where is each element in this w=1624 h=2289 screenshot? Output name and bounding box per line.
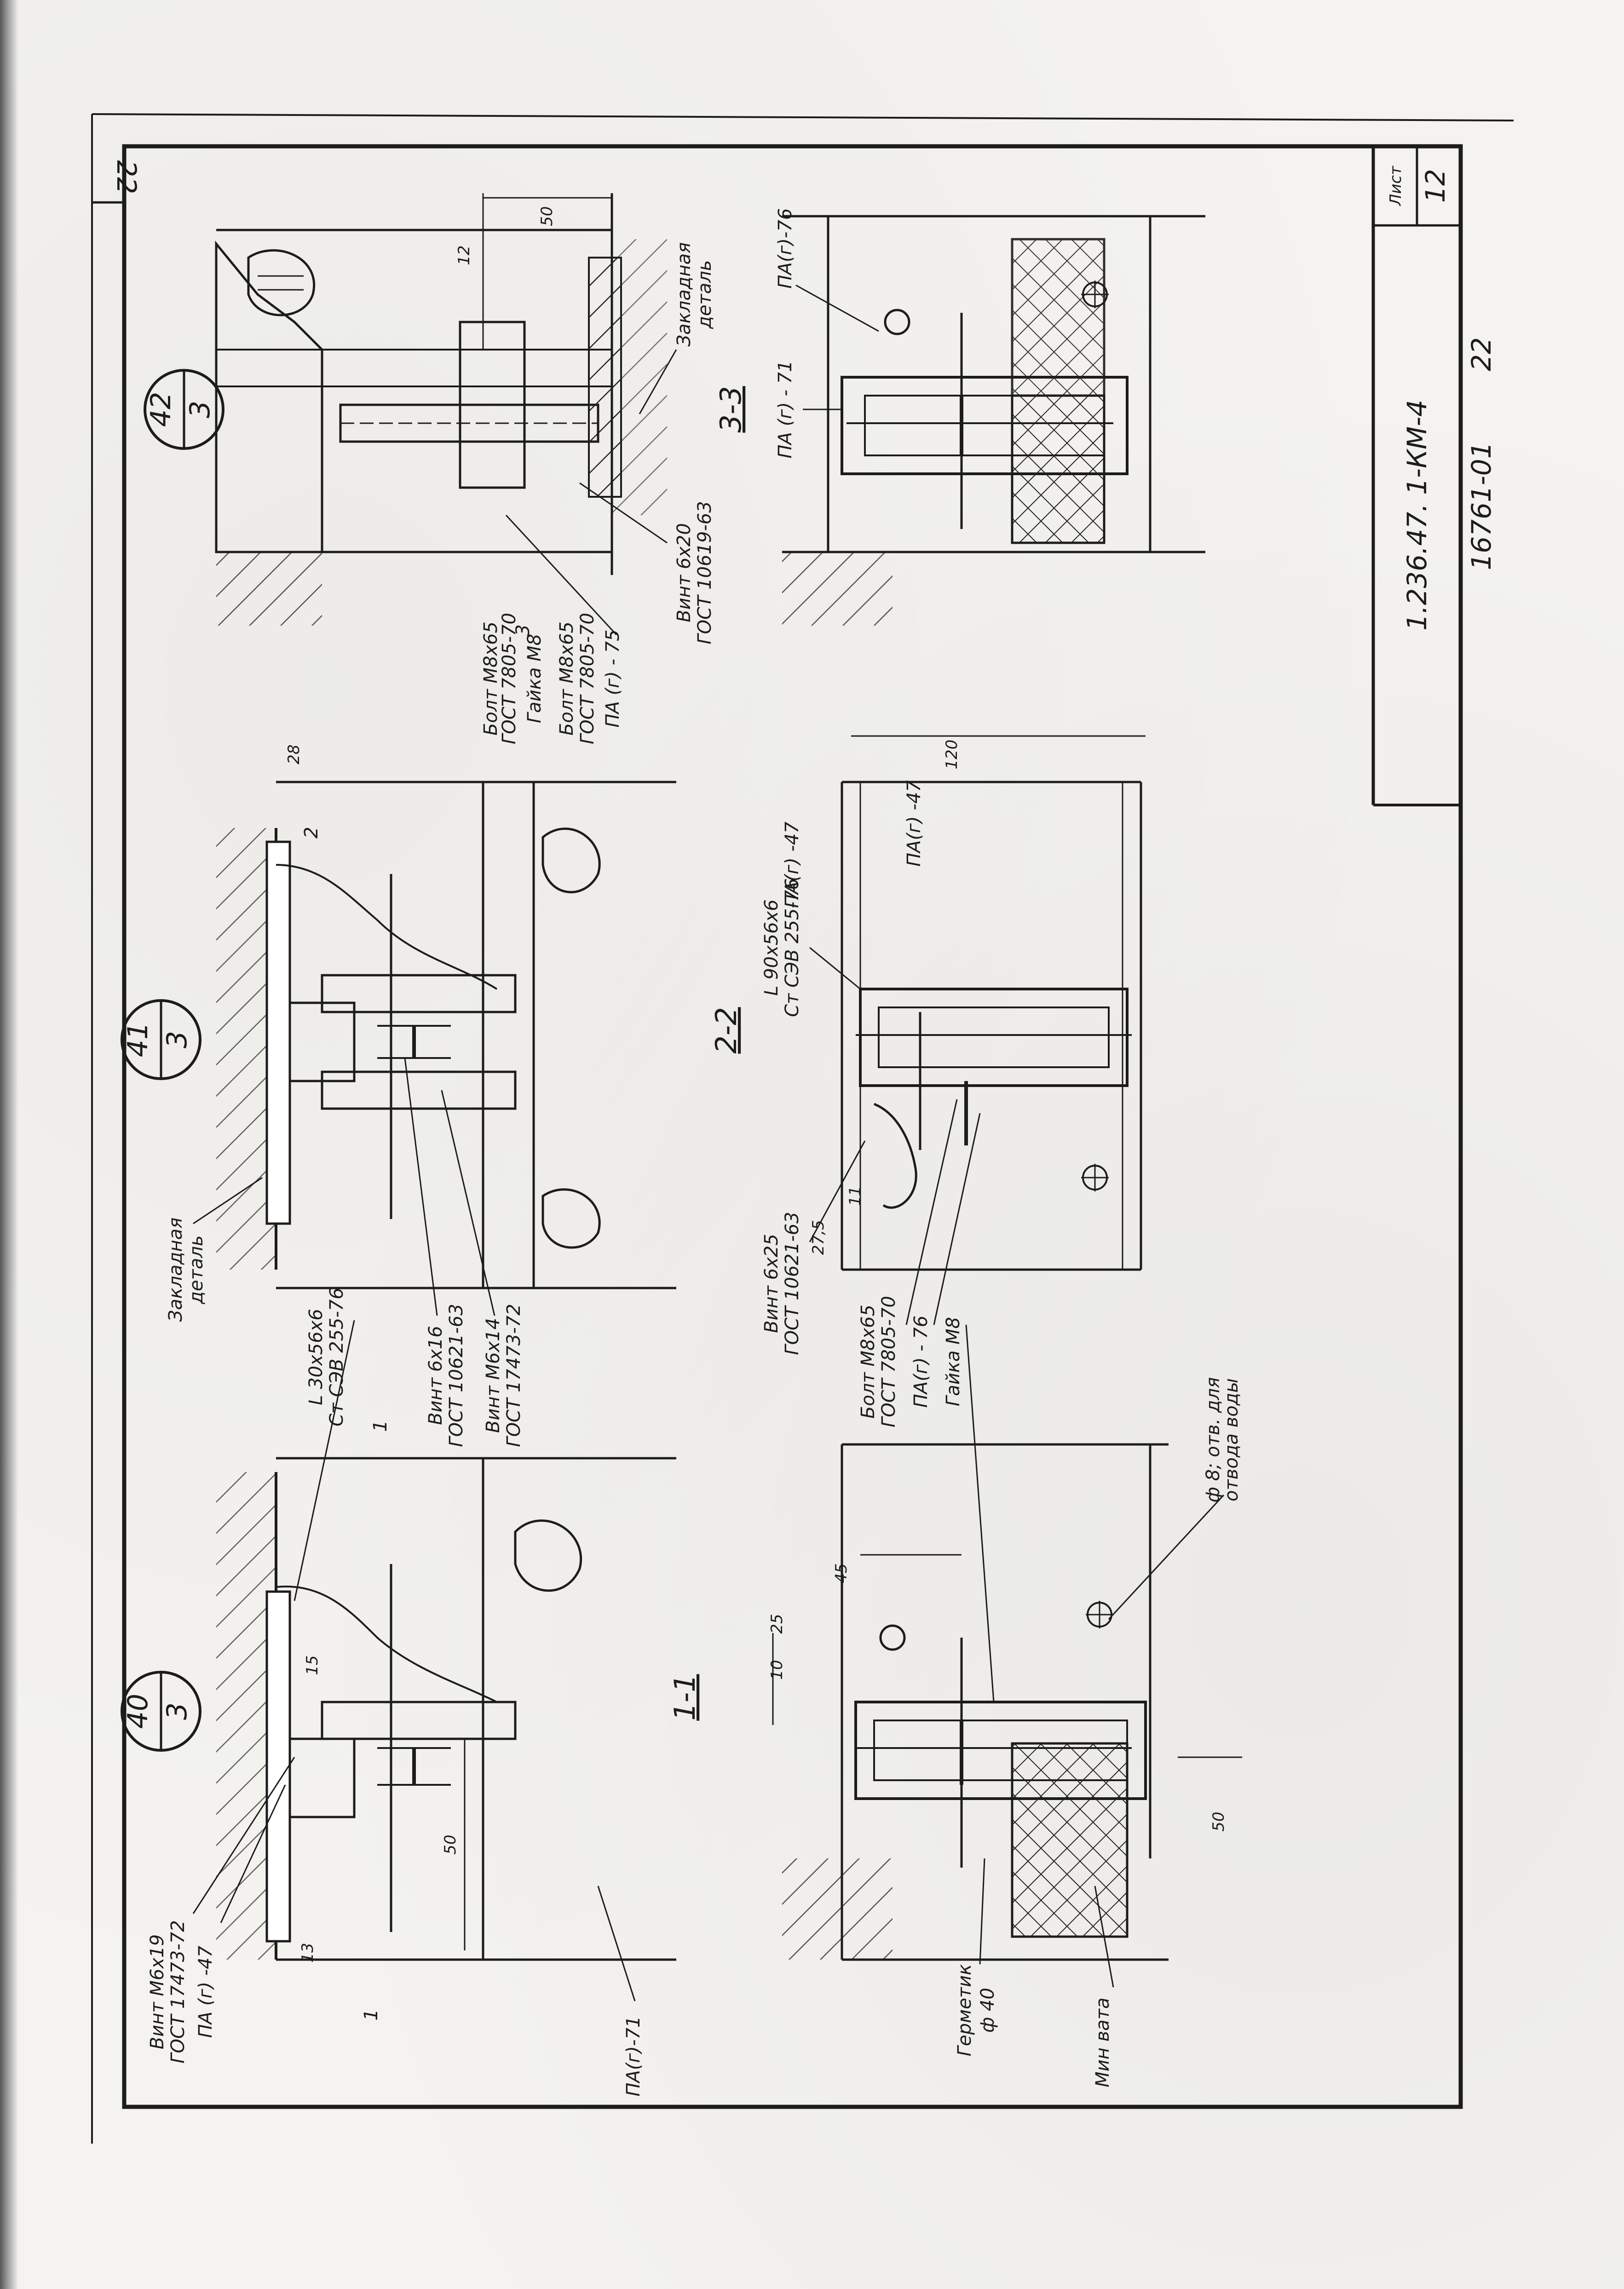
dim-28: 28 (285, 744, 303, 764)
callout-pa-75: ПА (г) - 75 (602, 629, 623, 727)
callout-zakladnaya: Закладная (165, 1218, 186, 1322)
callout-pa-71: ПА(г)-71 (623, 2016, 644, 2097)
callout-gost-7805-c: ГОСТ 7805-70 (878, 1296, 899, 1427)
callout-bolt-m8x65-c: Болт М8х65 (858, 1305, 879, 1419)
cut-mark-1: 1 (370, 1420, 391, 1432)
archive-page: 22 (1466, 337, 1497, 371)
callout-gost-10621-b: ГОСТ 10621-63 (782, 1212, 803, 1355)
section-3-3: 3-3 ПА(г)-76 ПА (г) - 71 (714, 208, 1205, 626)
dim-50-d40: 50 (441, 1835, 460, 1854)
callout-gost-17473: ГОСТ 17473-72 (167, 1920, 189, 2063)
callout-gaika-m8-a: Гайка М8 (524, 634, 545, 723)
detail-42: 50 12 42 3 3 (144, 193, 667, 636)
callout-ugolok-90: L 90х56х6 (761, 899, 782, 996)
callout-gost-17473-b: ГОСТ 17473-72 (503, 1304, 524, 1447)
callout-pa-47-b: ПА(г) -47 (782, 822, 803, 908)
dim-11: 11 (846, 1186, 864, 1206)
callout-detal-b: деталь (694, 260, 715, 329)
callout-gaika-m8-b: Гайка М8 (943, 1317, 964, 1406)
callout-gost-10621: ГОСТ 10621-63 (446, 1304, 467, 1447)
dim-25: 25 (768, 1614, 786, 1633)
callout-pa-76-top: ПА(г)-76 (775, 208, 796, 289)
callout-st-cev-90: Ст СЭВ 255-76 (782, 878, 803, 1017)
dim-13: 13 (299, 1943, 317, 1962)
section-3-3-label: 3-3 (714, 386, 748, 432)
scan-shadow-edge (0, 0, 18, 2289)
callout-germetik: Герметик (954, 1964, 975, 2057)
callout-st-cev-30: Ст СЭВ 255-76 (326, 1288, 347, 1426)
dim-12-d42: 12 (455, 245, 473, 265)
dim-50-s11: 50 (1209, 1812, 1228, 1831)
dim-120: 120 (943, 740, 961, 770)
callout-vint-m6x19: Винт М6х19 (147, 1934, 168, 2049)
detail-40-number: 40 (122, 1694, 154, 1729)
detail-42-number: 42 (145, 392, 177, 427)
sheet-number: 12 (1420, 169, 1451, 203)
dim-50-d42: 50 (538, 206, 556, 226)
callout-gost-10619: ГОСТ 10619-63 (694, 501, 715, 644)
cut-mark-2: 2 (301, 827, 322, 838)
callout-bolt-m8x65-a: Болт М8х65 (480, 621, 501, 736)
callout-gost-7805-b: ГОСТ 7805-70 (577, 613, 598, 744)
section-2-2: 2-2 120 27,5 11 L 90х56х6 Ст СЭВ 255-76 … (709, 735, 1146, 1355)
dim-45: 45 (832, 1563, 851, 1583)
doc-code: 1.236.47. 1-КМ-4 (1401, 400, 1433, 631)
callout-detal: деталь (186, 1235, 207, 1304)
callout-pa-47-c: ПА(г) -47 (904, 780, 925, 867)
page-number: 22 (111, 160, 142, 194)
dim-10: 10 (768, 1660, 786, 1679)
callout-min-vata: Мин вата (1092, 1997, 1113, 2087)
dim-15: 15 (303, 1655, 322, 1675)
detail-41: 41 3 28 2 Закладная деталь (121, 744, 676, 1322)
sheet-label: Лист (1387, 166, 1405, 207)
callout-otv-8: ф 8; отв. для (1203, 1377, 1224, 1503)
section-1-1-label: 1-1 (668, 1674, 702, 1720)
callout-vint-m6x14: Винт М6х14 (483, 1318, 504, 1433)
callout-zakladnaya-b: Закладная (674, 242, 695, 347)
section-1-1: 1-1 10 25 45 50 Болт М8х65 ГОСТ 7805-70 … (668, 1099, 1242, 2088)
callout-ugolok-30: L 30х56х6 (305, 1309, 327, 1405)
cut-mark-1-b: 1 (361, 2009, 382, 2020)
callouts-detail-41: L 30х56х6 Ст СЭВ 255-76 1 Винт 6х16 ГОСТ… (294, 1058, 524, 1601)
cut-mark-3: 3 (513, 624, 534, 636)
callout-pa-71-b: ПА (г) - 71 (775, 360, 796, 458)
sheet-frame (91, 113, 1514, 2144)
title-block: Лист 12 1.236.47. 1-КМ-4 (1371, 146, 1461, 806)
detail-40: 40 3 50 15 13 Винт М6х19 ГОСТ 17473-72 П… (121, 1457, 676, 2097)
callout-pa-76: ПА(г) - 76 (910, 1316, 932, 1408)
detail-42-sheet: 3 (184, 401, 216, 418)
detail-41-sheet: 3 (161, 1031, 193, 1048)
section-2-2-label: 2-2 (709, 1007, 743, 1053)
detail-41-number: 41 (122, 1022, 154, 1057)
callout-otv-8b: отвода воды (1221, 1378, 1242, 1501)
callout-gost-7805-a: ГОСТ 7805-70 (499, 613, 520, 744)
detail-40-sheet: 3 (161, 1702, 193, 1720)
callout-vint-6x16: Винт 6х16 (425, 1326, 446, 1425)
callout-vint-6x20: Винт 6х20 (674, 523, 695, 622)
callout-vint-6x25: Винт 6х25 (761, 1234, 782, 1333)
archive-code: 16761-01 (1466, 442, 1497, 570)
callout-bolt-m8x65-b: Болт М8х65 (556, 621, 577, 736)
callout-d40: ф 40 (977, 1988, 998, 2033)
callout-pa-47: ПА (г) -47 (195, 1945, 216, 2038)
callouts-detail-42: Закладная деталь Винт 6х20 ГОСТ 10619-63… (480, 242, 715, 744)
